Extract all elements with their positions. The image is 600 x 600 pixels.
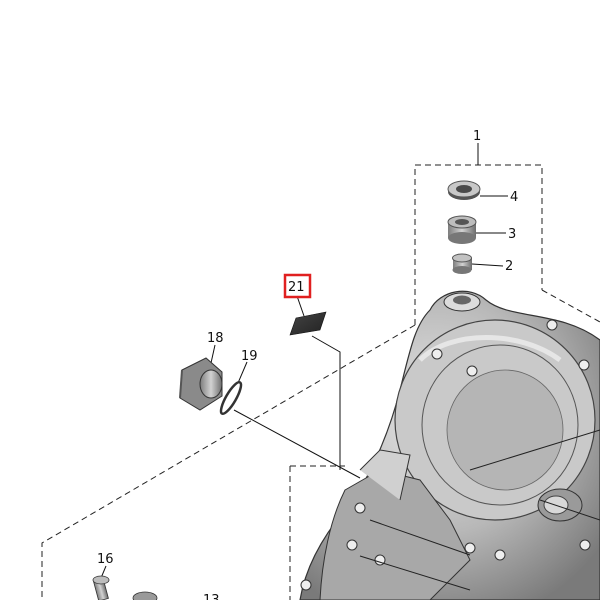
part-21-gasket[interactable] (289, 311, 327, 336)
group-outline-main (41, 324, 416, 600)
part-18-cap[interactable] (179, 357, 223, 411)
callout-2: 2 (505, 259, 513, 274)
callout-labels: 1 4 3 2 18 19 16 13 21 (97, 129, 518, 600)
part-3-bearing[interactable] (447, 215, 477, 244)
part-2-bushing[interactable] (452, 253, 473, 274)
highlight-box-21 (283, 273, 312, 299)
callout-18: 18 (207, 331, 224, 346)
callout-4: 4 (510, 190, 518, 205)
callout-21: 21 (288, 280, 305, 295)
part-16-bolt[interactable] (92, 575, 110, 600)
callout-3: 3 (508, 227, 516, 242)
callout-13: 13 (203, 593, 220, 600)
part-4-seal[interactable] (447, 180, 481, 200)
callout-1: 1 (473, 129, 481, 144)
callout-16: 16 (97, 552, 114, 567)
part-13-dowel[interactable] (132, 591, 158, 600)
callout-19: 19 (241, 349, 258, 364)
part-19-o-ring[interactable] (218, 380, 245, 416)
crankcase-cover[interactable] (299, 290, 600, 600)
